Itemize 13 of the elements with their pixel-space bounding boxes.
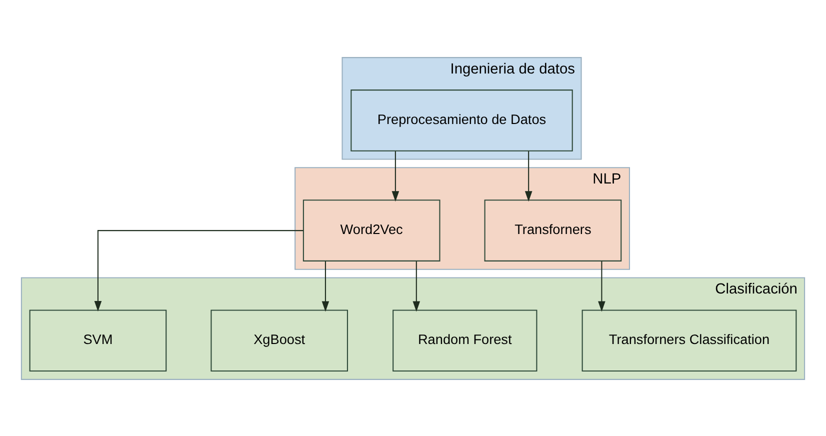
node-box: Transforners Classification	[582, 309, 797, 372]
node-box: XgBoost	[210, 309, 348, 372]
arrow	[524, 150, 532, 202]
node-box: Transforners	[484, 199, 622, 261]
arrow	[322, 260, 330, 312]
arrow	[598, 260, 606, 312]
node-box: SVM	[29, 309, 167, 372]
arrow	[94, 230, 304, 312]
node-box: Word2Vec	[302, 199, 440, 261]
arrow	[412, 260, 420, 312]
node-box: Preprocesamiento de Datos	[350, 89, 573, 151]
arrow	[392, 150, 400, 202]
node-box: Random Forest	[392, 309, 538, 372]
